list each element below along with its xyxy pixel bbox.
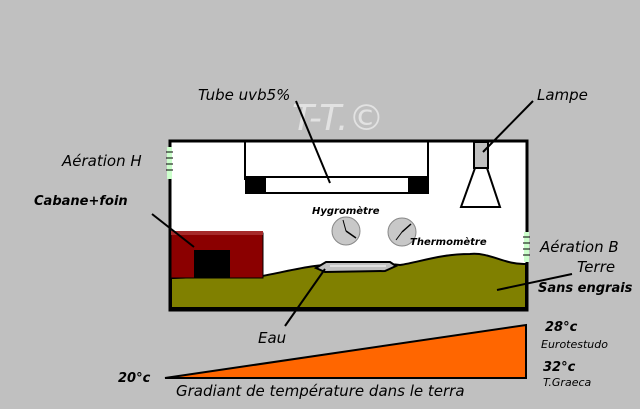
soil-label-2: Sans engrais [538,281,633,296]
gradient-max-label-1: 28°c [545,320,578,335]
shelter-label: Cabane+foin [34,194,128,209]
uv-tube-icon [244,142,429,194]
species-1-label: Eurotestudo [541,338,608,351]
water-leader [284,268,326,327]
lamp-label: Lampe [537,86,588,104]
gradient-max-label-2: 32°c [543,360,576,375]
tube-leader [295,100,331,184]
vent-high-label: Aération H [61,152,142,170]
hygrometer-label: Hygromètre [312,205,380,217]
watermark: T-T.© [292,98,384,139]
hygrometer-icon [331,216,361,246]
water-dish-icon [313,261,399,274]
thermometer-label: Thermomètre [410,236,487,248]
vent-low-label: Aération B [539,238,619,256]
water-label: Eau [258,329,286,347]
lamp-icon [459,141,502,208]
species-2-label: T.Graeca [543,376,592,389]
thermometer-icon [387,217,417,247]
lamp-leader [482,100,534,153]
temperature-gradient [164,323,527,379]
shelter-leader [151,213,195,248]
tube-label: Tube uvb5% [198,86,290,104]
soil-label: Terre [577,258,615,276]
gradient-caption: Gradiant de température dans le terra [176,382,465,400]
vent-low [523,232,530,262]
vent-high [166,147,173,179]
soil-leader [496,273,573,291]
gradient-min-label: 20°c [118,371,151,386]
